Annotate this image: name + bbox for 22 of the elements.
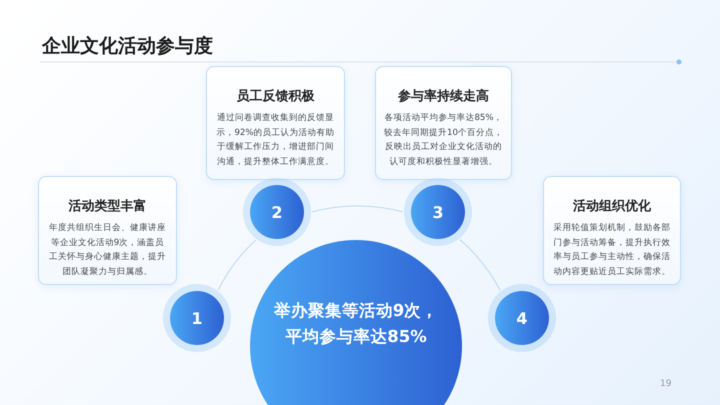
info-card bbox=[375, 66, 512, 180]
info-card bbox=[38, 176, 177, 285]
number-circle: 2 bbox=[250, 185, 304, 239]
info-card bbox=[543, 176, 681, 285]
info-card bbox=[206, 66, 345, 180]
connector-arc bbox=[459, 238, 501, 292]
card-description: 通过问卷调查收集到的反馈显示，92%的员工认为活动有助于缓解工作压力，增进部门间沟通，提升整体工作满意度。 bbox=[215, 112, 336, 168]
page-number: 19 bbox=[660, 379, 672, 389]
card-description: 采用轮值策划机制，鼓励各部门参与活动筹备，提升执行效率与员工参与主动性，确保活动内容更贴近员工实际需求。 bbox=[552, 222, 672, 278]
number-circle: 3 bbox=[411, 185, 465, 239]
number-circle: 4 bbox=[495, 291, 549, 345]
connector-arc bbox=[218, 239, 256, 291]
card-heading: 活动类型丰富 bbox=[68, 198, 148, 215]
highlight-text: 举办聚集等活动9次，平均参与率达85% bbox=[272, 300, 440, 348]
card-heading: 参与率持续走高 bbox=[397, 88, 490, 105]
connector-arc bbox=[312, 206, 404, 212]
card-description: 年度共组织生日会、健康讲座等企业文化活动9次，涵盖员工关怀与身心健康主题，提升团队凝聚力与归属感。 bbox=[48, 222, 167, 278]
card-description: 各项活动平均参与率达85%，较去年同期提升10个百分点，反映出员工对企业文化活动的认可度和积极性显著增强。 bbox=[384, 112, 503, 168]
number-circle: 1 bbox=[170, 291, 224, 345]
card-heading: 活动组织优化 bbox=[572, 198, 652, 215]
card-heading: 员工反馈积极 bbox=[236, 88, 316, 105]
slide-title: 企业文化活动参与度 bbox=[42, 34, 213, 59]
